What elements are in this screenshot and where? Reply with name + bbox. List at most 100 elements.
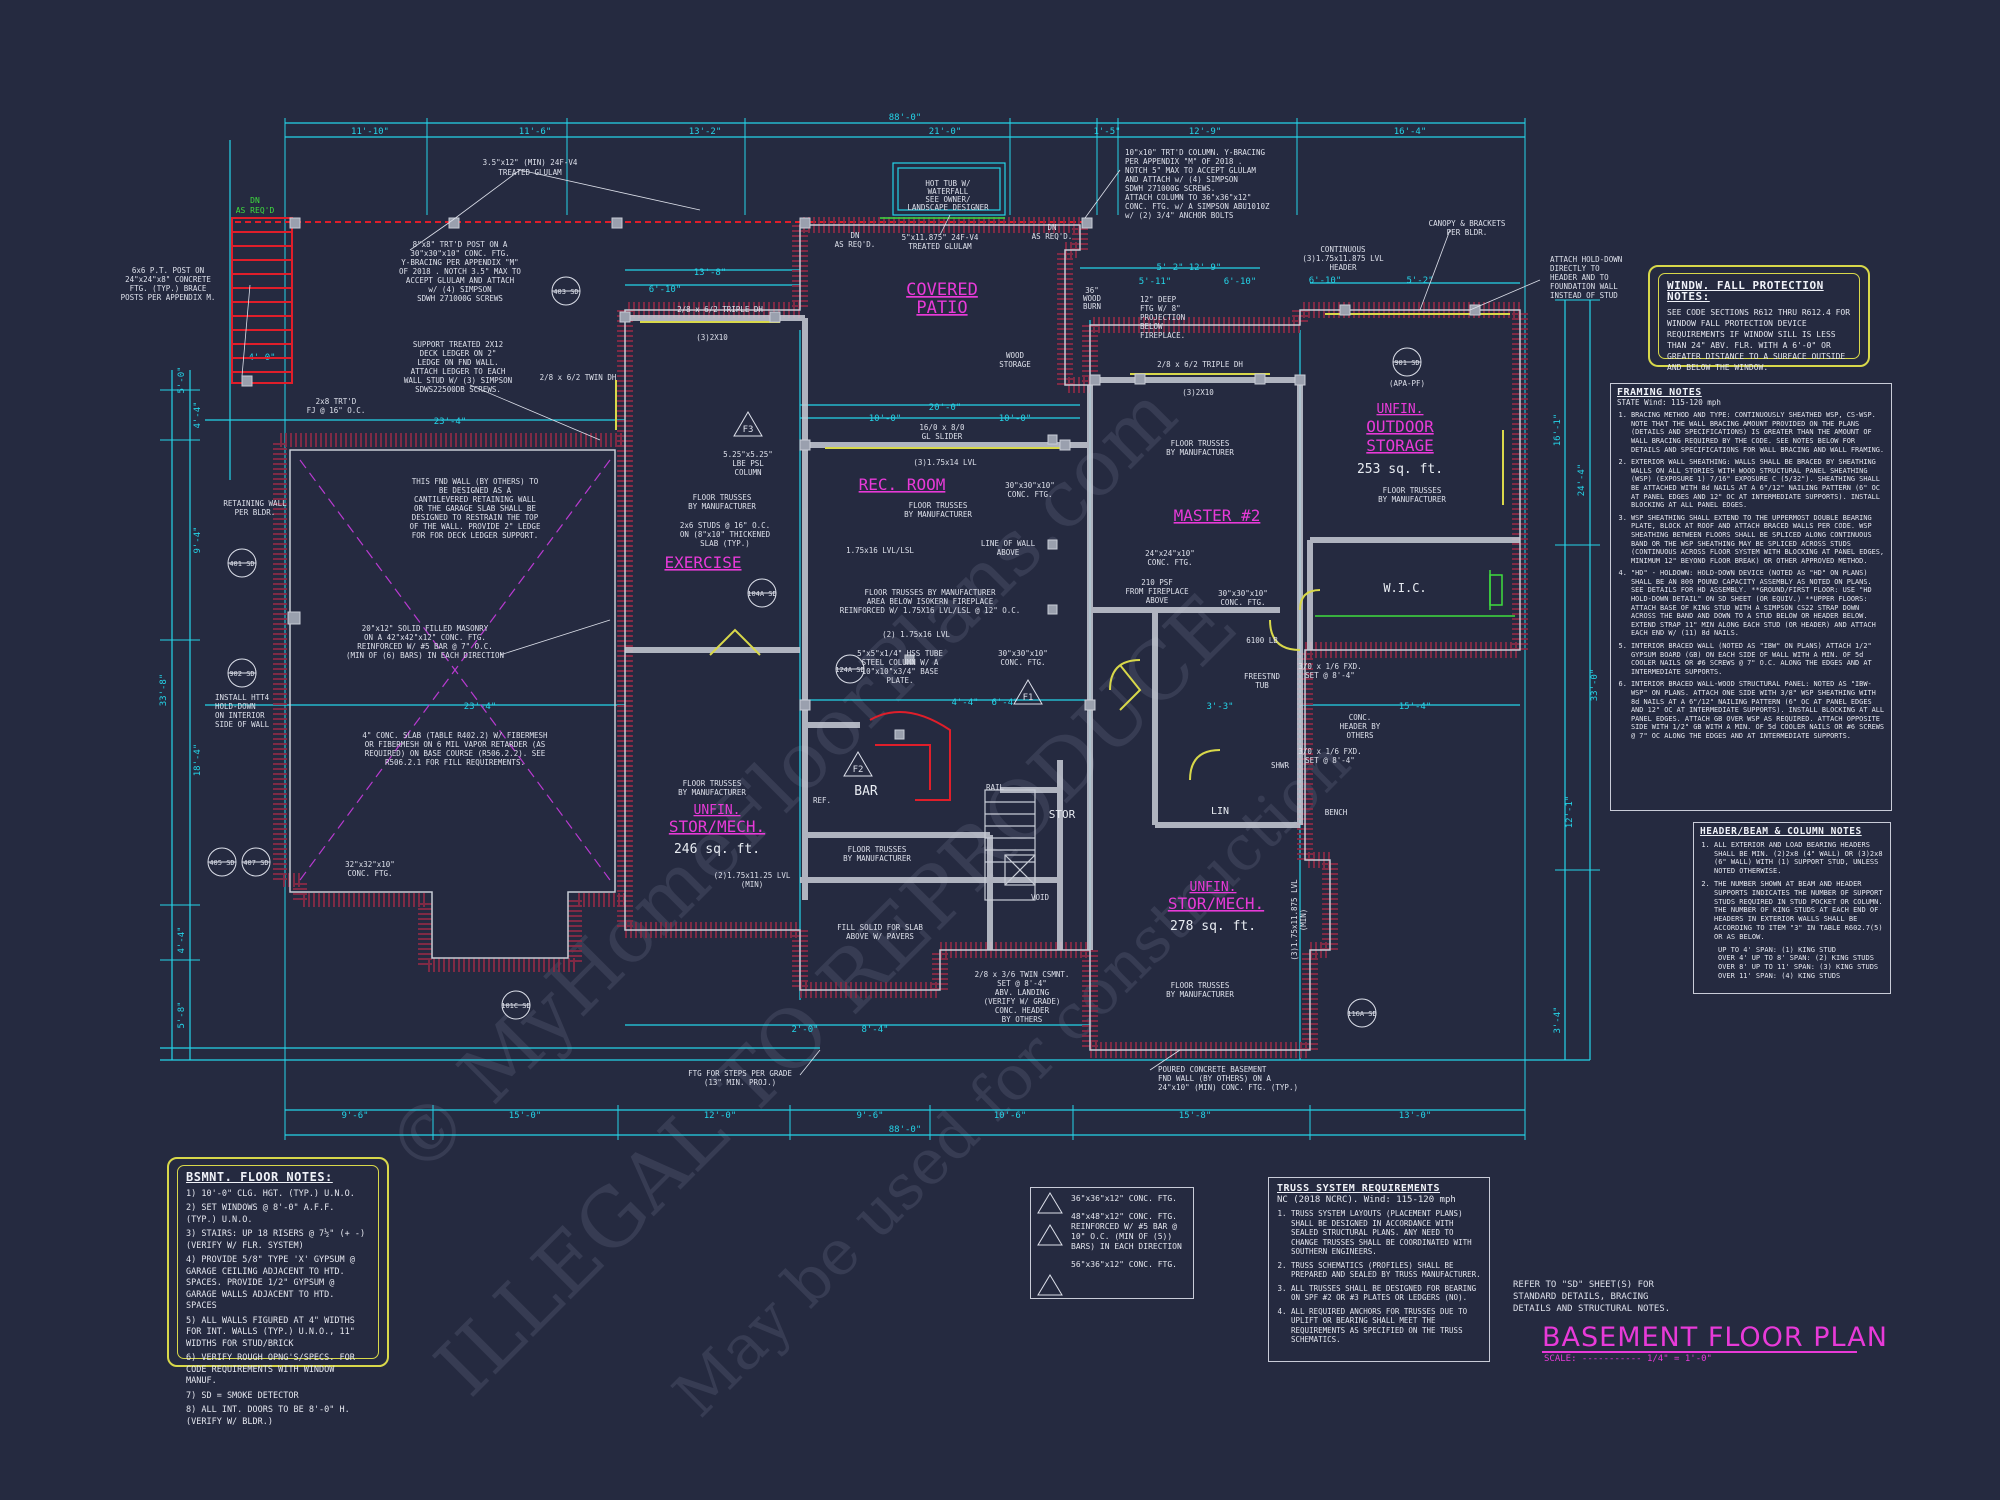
- note-hot-tub: HOT TUB W/WATERFALL SEE OWNER/LANDSCAPE …: [907, 179, 989, 212]
- note-32-ftg: 32"x32"x10"CONC. FTG.: [345, 860, 395, 878]
- note-fxd-window-a: 3/0 x 1/6 FXD.SET @ 8'-4": [1298, 662, 1361, 680]
- dim-right-1: 16'-1": [1553, 414, 1563, 447]
- dim-int-10: 15'-4": [1399, 702, 1432, 712]
- note-twin-csmnt: 2/8 x 3/6 TWIN CSMNT.SET @ 8'-4" ABV. LA…: [975, 970, 1070, 1024]
- truss-list: TRUSS SYSTEM LAYOUTS (PLACEMENT PLANS) S…: [1277, 1209, 1481, 1345]
- framing-item: INTERIOR BRACED WALL-WOOD STRUCTURAL PAN…: [1631, 680, 1885, 740]
- span-item: OVER 4' UP TO 8' SPAN: (2) KING STUDS: [1718, 954, 1874, 963]
- svg-text:BY MANUFACTURER: BY MANUFACTURER: [678, 788, 746, 797]
- svg-text:HEADER BY: HEADER BY: [1340, 722, 1381, 731]
- svg-text:OF 2018 . NOTCH 3.5" MAX TO: OF 2018 . NOTCH 3.5" MAX TO: [399, 267, 521, 276]
- framing-item: EXTERIOR WALL SHEATHING: WALLS SHALL BE …: [1631, 458, 1885, 510]
- framing-item: BRACING METHOD AND TYPE: CONTINUOUSLY SH…: [1631, 411, 1885, 454]
- svg-text:30"x30"x10": 30"x30"x10": [998, 649, 1048, 658]
- svg-text:(MIN): (MIN): [741, 880, 764, 889]
- note-trtd-post: 8"x8" TRT'D POST ON A30"x30"x10" CONC. F…: [399, 240, 521, 303]
- svg-text:BY MANUFACTURER: BY MANUFACTURER: [1378, 495, 1446, 504]
- svg-text:FTG. (TYP.) BRACE: FTG. (TYP.) BRACE: [130, 284, 207, 293]
- svg-text:(MIN): (MIN): [1299, 909, 1308, 932]
- svg-text:12" DEEP: 12" DEEP: [1140, 295, 1177, 304]
- dim-int-16: 13'-8": [694, 268, 727, 278]
- svg-text:LBE PSL: LBE PSL: [732, 459, 764, 468]
- svg-text:POURED CONCRETE BASEMENT: POURED CONCRETE BASEMENT: [1158, 1065, 1267, 1074]
- svg-text:24"x24"x10": 24"x24"x10": [1145, 549, 1195, 558]
- svg-text:BY MANUFACTURER: BY MANUFACTURER: [843, 854, 911, 863]
- note-conc-slab: 4" CONC. SLAB (TABLE R402.2) W/ FIBERMES…: [362, 731, 548, 767]
- bsmt-note-item: 6) VERIFY ROUGH OPNG'S/SPECS. FOR CODE R…: [186, 1353, 355, 1386]
- room-wic: W.I.C.: [1383, 581, 1426, 595]
- green-accents: [880, 217, 1515, 617]
- svg-text:FOUNDATION WALL: FOUNDATION WALL: [1550, 282, 1618, 291]
- svg-text:SET @ 8'-4": SET @ 8'-4": [1305, 671, 1355, 680]
- dim-int-7: 12'-9": [1189, 263, 1222, 273]
- svg-text:BY MANUFACTURER: BY MANUFACTURER: [688, 502, 756, 511]
- truss-title: TRUSS SYSTEM REQUIREMENTS: [1277, 1183, 1441, 1194]
- dim-bottom-6: 15'-8": [1179, 1111, 1212, 1121]
- marker-902: 902 SD: [229, 670, 254, 678]
- svg-text:BY MANUFACTURER: BY MANUFACTURER: [904, 510, 972, 519]
- svg-text:OR THE GARAGE SLAB SHALL BE: OR THE GARAGE SLAB SHALL BE: [414, 504, 536, 513]
- note-triple-dh-right: 2/8 x 6/2 TRIPLE DH: [1157, 360, 1243, 369]
- room-covered-patio-2: PATIO: [916, 298, 967, 318]
- svg-text:FLOOR TRUSSES: FLOOR TRUSSES: [1383, 486, 1442, 495]
- section-marker-labels: 403 SD 901 SD 902 SD 401 SD 405 SD 407 S…: [209, 288, 1419, 1018]
- bsmt-note-item: 3) STAIRS: UP 18 RISERS @ 7½" (+ -) (VER…: [186, 1229, 366, 1251]
- dim-int-20: 5'-2": [1406, 276, 1433, 286]
- svg-text:30"x30"x10": 30"x30"x10": [1218, 589, 1268, 598]
- svg-text:ATTACH COLUMN TO 36"x36"x12": ATTACH COLUMN TO 36"x36"x12": [1125, 193, 1251, 202]
- bsmt-note-item: 7) SD = SMOKE DETECTOR: [186, 1390, 299, 1401]
- svg-text:ABOVE: ABOVE: [997, 548, 1020, 557]
- svg-text:5"x5"x1/4" HSS TUBE: 5"x5"x1/4" HSS TUBE: [857, 649, 943, 658]
- footing-legend-tags: [1037, 1192, 1063, 1296]
- dim-int-13: 6'-4": [991, 698, 1018, 708]
- window-fall-notes-box: WINDW. FALL PROTECTION NOTES: SEE CODE S…: [1648, 265, 1870, 372]
- dim-left-1: 5'-0": [177, 366, 187, 393]
- truss-item: TRUSS SCHEMATICS (PROFILES) SHALL BE PRE…: [1291, 1261, 1481, 1280]
- window-fall-title: WINDW. FALL PROTECTION NOTES:: [1667, 279, 1824, 303]
- svg-text:STEEL COLUMN W/ A: STEEL COLUMN W/ A: [862, 658, 939, 667]
- svg-text:FLOOR TRUSSES: FLOOR TRUSSES: [909, 501, 968, 510]
- svg-text:FILL SOLID FOR SLAB: FILL SOLID FOR SLAB: [837, 923, 923, 932]
- svg-text:LINE OF WALL: LINE OF WALL: [981, 539, 1036, 548]
- truss-item: ALL REQUIRED ANCHORS FOR TRUSSES DUE TO …: [1291, 1307, 1481, 1345]
- svg-text:w/ (2) 3/4" ANCHOR BOLTS: w/ (2) 3/4" ANCHOR BOLTS: [1125, 211, 1234, 220]
- svg-text:24"x10" (MIN) CONC. FTG. (TYP.: 24"x10" (MIN) CONC. FTG. (TYP.): [1158, 1083, 1298, 1092]
- dim-left-5: 18'-4": [193, 744, 203, 777]
- svg-text:DIRECTLY TO: DIRECTLY TO: [1550, 264, 1600, 273]
- svg-text:16/0 x 8/0: 16/0 x 8/0: [919, 423, 965, 432]
- note-bench: BENCH: [1325, 808, 1348, 817]
- dim-left-6: 4'-4": [177, 926, 187, 953]
- room-labels: COVERED PATIO REC. ROOM EXERCISE MASTER …: [664, 280, 1434, 913]
- room-stor-mech-left-area: 246 sq. ft.: [674, 842, 760, 857]
- tag-f3: F3: [743, 425, 754, 435]
- svg-text:CONC. FTG. w/ A SIMPSON ABU101: CONC. FTG. w/ A SIMPSON ABU1010Z: [1125, 202, 1270, 211]
- room-outdoor-storage-area: 253 sq. ft.: [1357, 462, 1443, 477]
- svg-text:FLOOR TRUSSES: FLOOR TRUSSES: [693, 493, 752, 502]
- dim-left-2: 4'-4": [193, 401, 203, 428]
- svg-text:BELOW: BELOW: [1140, 322, 1163, 331]
- bsmt-floor-notes-box: BSMNT. FLOOR NOTES: 1) 10'-0" CLG. HGT. …: [167, 1157, 389, 1427]
- note-lvl-3-vertical: (3)1.75x11.875 LVL (MIN): [1290, 879, 1308, 961]
- framing-title: FRAMING NOTES: [1617, 387, 1702, 398]
- deck-stair-reqd: AS REQ'D: [236, 206, 275, 215]
- dim-bottom-total: 88'-0": [889, 1125, 922, 1135]
- svg-text:INSTEAD OF STUD: INSTEAD OF STUD: [1550, 291, 1618, 300]
- svg-text:2/8 x 3/6 TWIN CSMNT.: 2/8 x 3/6 TWIN CSMNT.: [975, 970, 1070, 979]
- marker-116a: 116A SD: [1347, 1010, 1377, 1018]
- svg-text:FTG W/ 8": FTG W/ 8": [1140, 304, 1181, 313]
- note-void: VOID: [1031, 893, 1050, 902]
- svg-text:HEADER AND TO: HEADER AND TO: [1550, 273, 1609, 282]
- dim-int-6: 6'-10": [649, 285, 682, 295]
- svg-text:RETAINING WALL: RETAINING WALL: [223, 499, 287, 508]
- svg-text:LANDSCAPE DESIGNER: LANDSCAPE DESIGNER: [907, 203, 989, 212]
- svg-text:THIS FND WALL (BY OTHERS) TO: THIS FND WALL (BY OTHERS) TO: [412, 477, 539, 486]
- svg-text:FJ @ 16" O.C.: FJ @ 16" O.C.: [307, 406, 366, 415]
- dim-right-4: 12'-1": [1565, 796, 1575, 829]
- note-30-ftg-a: 30"x30"x10"CONC. FTG.: [1005, 481, 1055, 499]
- framing-item: "HD" - HOLDOWN: HOLD-DOWN DEVICE (NOTED …: [1631, 569, 1885, 638]
